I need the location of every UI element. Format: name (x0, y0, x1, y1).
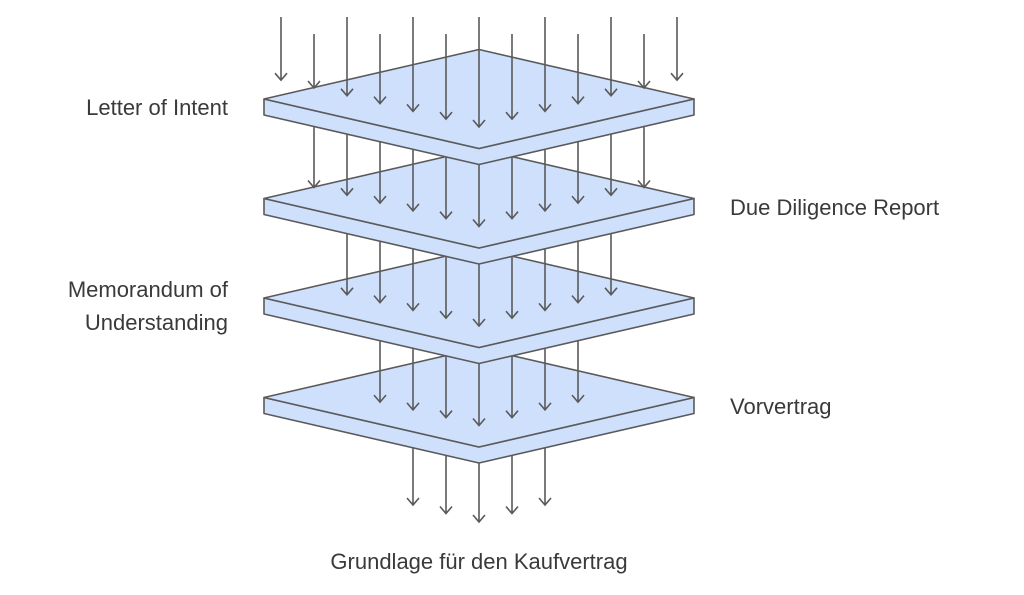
input-arrow (439, 34, 453, 121)
input-arrow (637, 34, 651, 90)
layer-label-vorvertrag: Vorvertrag (730, 394, 832, 419)
input-arrow (373, 34, 387, 105)
input-arrow (406, 17, 420, 113)
input-arrow (307, 34, 321, 90)
layer-label-memorandum-line2: Understanding (84, 310, 228, 335)
layer-label-letter-of-intent: Letter of Intent (86, 95, 228, 120)
input-arrow (571, 34, 585, 105)
input-arrow (274, 17, 288, 82)
input-arrow (505, 34, 519, 121)
input-arrow (538, 17, 552, 113)
input-arrow (604, 17, 618, 98)
input-arrow (340, 17, 354, 98)
input-arrow (472, 17, 486, 129)
layer-label-memorandum-line1: Memorandum of (67, 277, 228, 302)
input-arrow (670, 17, 684, 82)
result-label: Grundlage für den Kaufvertrag (330, 549, 628, 574)
layer-label-due-diligence-report: Due Diligence Report (730, 195, 940, 220)
